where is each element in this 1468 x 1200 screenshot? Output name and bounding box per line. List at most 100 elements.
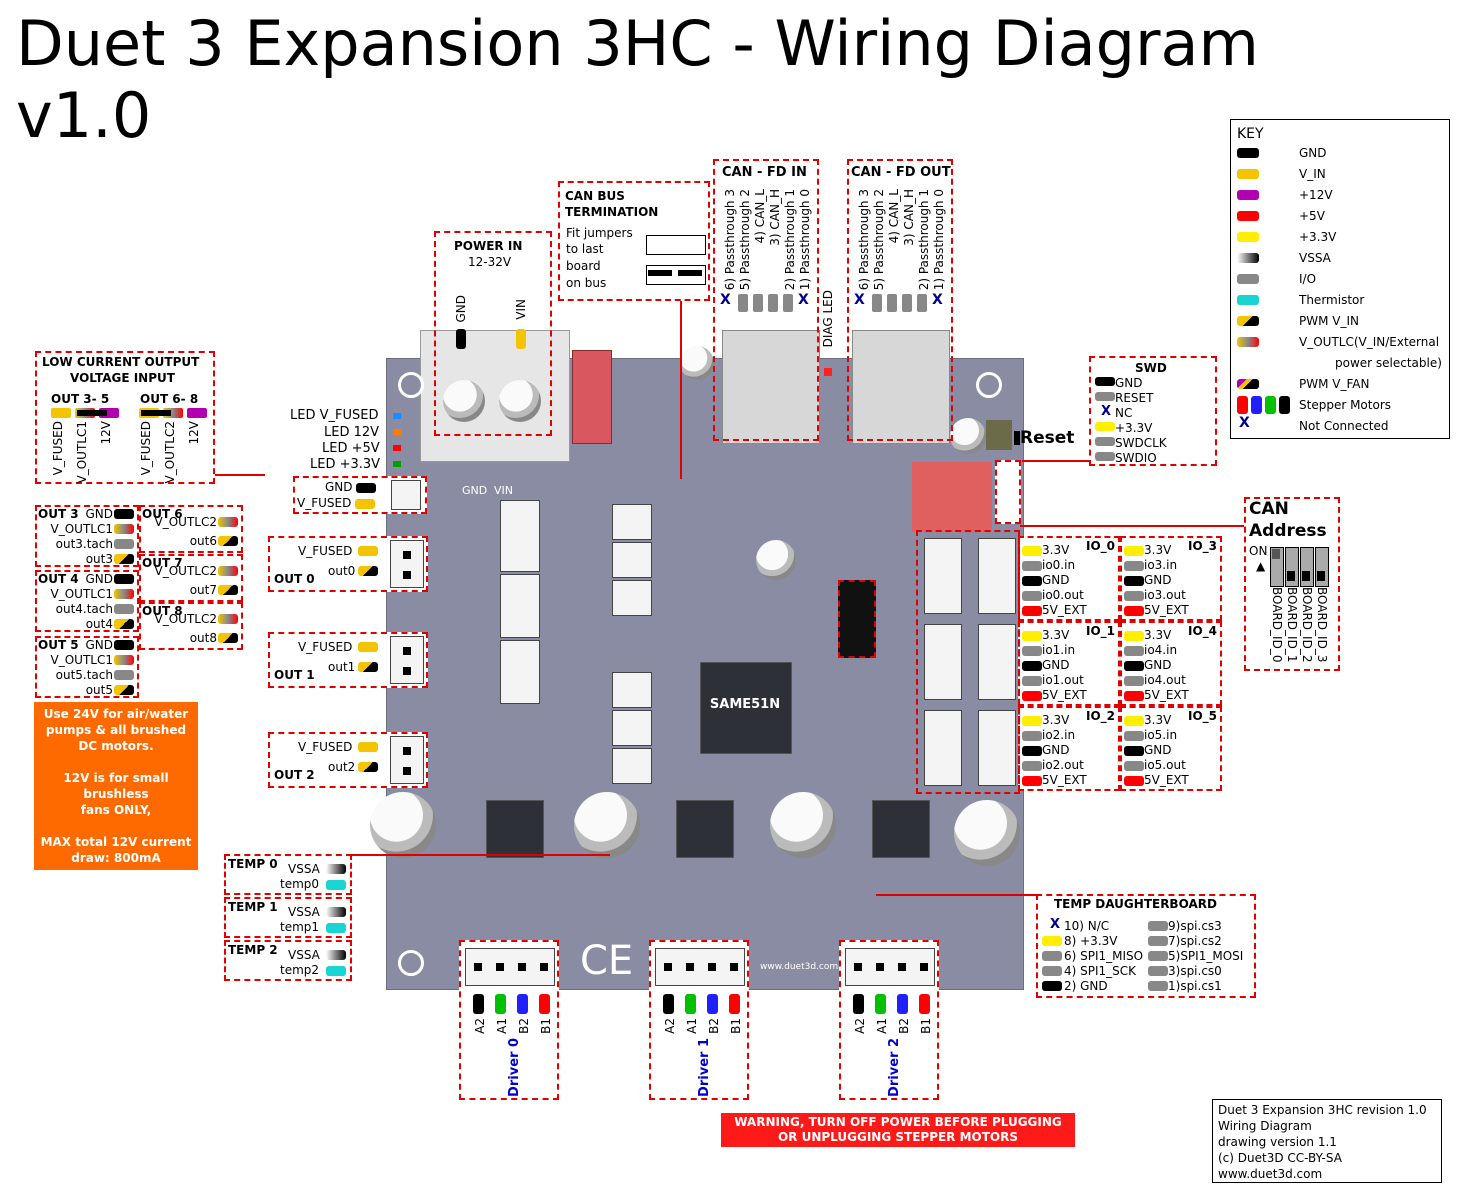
note-line: Use 24V for air/water [43,707,189,721]
motor-swatch [1237,396,1248,414]
lc-label-voutlc2: V_OUTLC2 [163,421,177,484]
driver-pin-label: A1 [685,1018,699,1034]
tdb-swatch [1148,921,1168,931]
out-lc-row-label: GND [85,638,113,652]
out-hc-signal: out1 [328,660,356,674]
io-swatch [1124,646,1144,656]
out-hc-plug[interactable] [390,636,424,684]
io-pin-label: 5V_EXT [1042,773,1087,787]
out-lc-swatch [218,614,238,624]
note-line: DC motors. [78,739,154,753]
key-item: I/O [1237,270,1442,288]
io-connector[interactable] [924,710,962,786]
lc-jumper-2 [141,410,171,416]
out-hc-plug[interactable] [390,736,424,784]
vssa-swatch [326,864,346,874]
key-item-label: Stepper Motors [1299,398,1391,412]
note-line: 12V is for small [63,771,169,785]
title-line-1: Duet 3 Expansion 3HC - Wiring Diagram [16,7,1259,80]
info-box: Duet 3 Expansion 3HC revision 1.0 Wiring… [1212,1099,1442,1183]
tdb-swatch [1148,936,1168,946]
can-fd-out-box: CAN - FD OUT 6) Passthrough 3 5) Passthr… [847,159,953,441]
driver-pin-label: B1 [919,1018,933,1034]
tdb-right-label: 9)spi.cs3 [1168,919,1222,933]
io-swatch [1124,546,1144,556]
key-swatch [1237,295,1259,305]
io-pin-label: io4.out [1144,673,1186,687]
out-lc-name: OUT 6 [142,507,183,521]
pin [708,963,716,971]
out-lc-connector[interactable] [500,574,540,638]
tdb-right-label: 1)spi.cs1 [1168,979,1222,993]
reset-button[interactable] [986,420,1012,450]
out-lc-connector[interactable] [500,500,540,572]
out-lc-connector[interactable] [500,640,540,704]
out-lc-connector[interactable] [612,580,652,616]
motor-wire-swatch [663,994,674,1014]
out-lc-connector[interactable] [612,542,652,578]
io-swatch [1124,691,1144,701]
tdb-right-label: 7)spi.cs2 [1168,934,1222,948]
can-address-box: CAN Address ON ▲ BOARD_ID_0 BOARD_ID_1 B… [1244,497,1340,671]
io-swatch [1022,716,1042,726]
io-connector[interactable] [924,624,962,700]
can-term-text-2: to last [566,242,604,256]
io-pin-label: io5.out [1144,758,1186,772]
power-in-vin-label: VIN [514,299,528,320]
lc-input-group-2: OUT 6- 8 [140,392,199,406]
lc-input-title-2: VOLTAGE INPUT [70,371,175,385]
io-pin-label: 5V_EXT [1144,688,1189,702]
key-title: KEY [1237,126,1264,142]
io-swatch [1124,676,1144,686]
out-hc-vfused: V_FUSED [298,640,353,654]
swd-title: SWD [1135,361,1167,375]
can-term-title-1: CAN BUS [565,189,625,203]
io-swatch [1022,661,1042,671]
io-pin-label: GND [1144,573,1172,587]
vfused-plug[interactable] [391,480,421,510]
key-swatch [1237,148,1259,158]
out-hc-signal: out0 [328,564,356,578]
swd-header[interactable] [995,460,1021,524]
out-hc-plug[interactable] [390,540,424,588]
not-connected-icon: X [1050,917,1061,932]
title-line-2: v1.0 [16,79,152,152]
io-connector[interactable] [978,710,1016,786]
gnd-swatch [456,329,466,349]
note-line: fans ONLY, [80,803,152,817]
info-line-4: (c) Duet3D CC-BY-SA [1218,1151,1342,1165]
out-lc-connector[interactable] [612,504,652,540]
io-connector[interactable] [978,624,1016,700]
board-id-3: BOARD_ID_3 [1315,587,1329,663]
driver-name: Driver 2 [887,1038,902,1097]
lc-swatch-12v-1 [99,408,119,418]
io-swatch [1022,606,1042,616]
io-connector[interactable] [924,538,962,614]
io-pin-label: 3.3V [1144,543,1172,557]
key-swatch [1237,337,1259,347]
temp-daughterboard-header[interactable] [838,580,876,658]
swd-pin-label: NC [1115,406,1133,420]
out-lc-row-label: out4.tach [55,602,113,616]
driver-connector[interactable] [465,948,555,986]
temp-connector[interactable] [612,710,652,746]
leader-line [876,894,1036,896]
temp-connector[interactable] [612,672,652,708]
driver-connector[interactable] [655,948,745,986]
io-pin-label: io3.in [1144,558,1178,572]
can-term-text-4: on bus [566,276,607,290]
driver-connector[interactable] [845,948,935,986]
io-connector[interactable] [978,538,1016,614]
out-lc-name: OUT 4 [38,572,79,586]
motor-wire-swatch [473,994,484,1014]
temp-connector[interactable] [612,748,652,784]
